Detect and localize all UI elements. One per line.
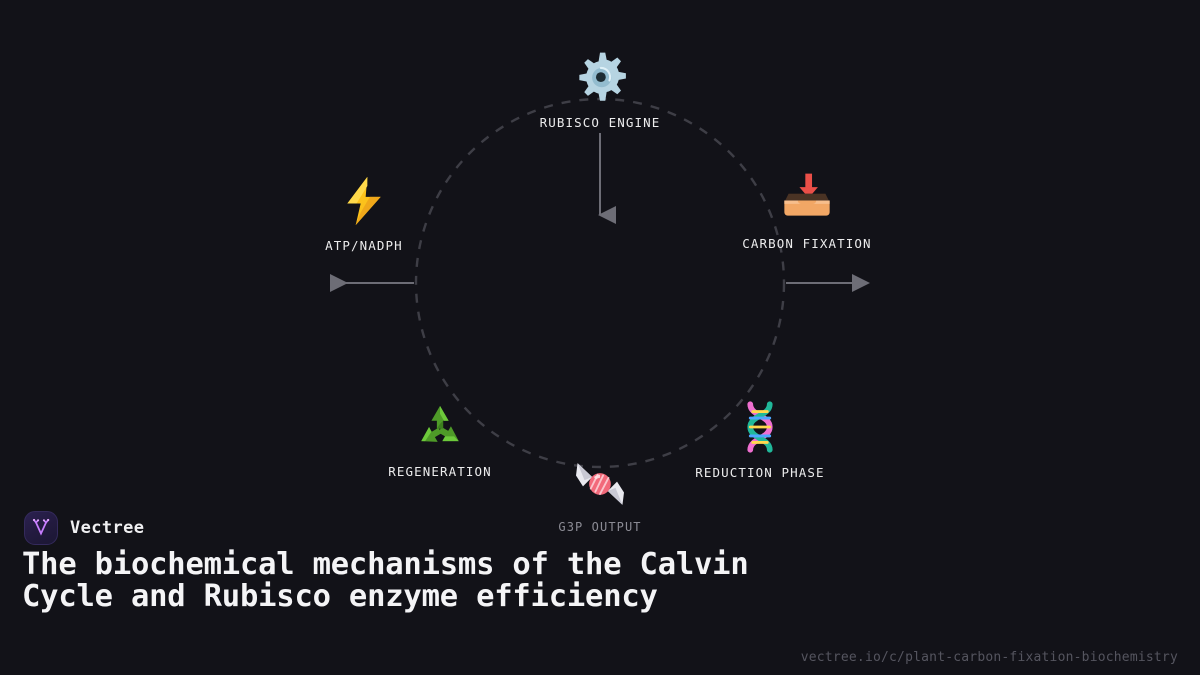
node-carbon-fixation: CARBON FIXATION [707, 172, 907, 251]
inbox-tray-icon [707, 172, 907, 227]
gear-icon [500, 50, 700, 106]
page-title: The biochemical mechanisms of the Calvin… [22, 547, 749, 614]
node-reduction-phase: REDUCTION PHASE [660, 401, 860, 480]
candy-icon [500, 460, 700, 511]
node-rubisco-engine: RUBISCO ENGINE [500, 50, 700, 130]
vectree-logo [24, 511, 58, 545]
node-label-atp-nadph: ATP/NADPH [325, 238, 403, 253]
node-label-rubisco-engine: RUBISCO ENGINE [539, 115, 661, 130]
brand-lockup: Vectree [24, 511, 144, 545]
dna-icon [660, 401, 860, 456]
vectree-tree-icon [32, 518, 50, 536]
node-g3p-output: G3P OUTPUT [500, 460, 700, 534]
lightning-bolt-icon [264, 176, 464, 229]
site-url: vectree.io/c/plant-carbon-fixation-bioch… [800, 650, 1178, 665]
node-label-g3p-output: G3P OUTPUT [558, 520, 642, 534]
node-regeneration: REGENERATION [340, 402, 540, 479]
recycle-icon [340, 402, 540, 455]
node-label-carbon-fixation: CARBON FIXATION [742, 236, 872, 251]
node-atp-nadph: ATP/NADPH [264, 176, 464, 253]
node-label-regeneration: REGENERATION [388, 464, 492, 479]
node-label-reduction-phase: REDUCTION PHASE [695, 465, 825, 480]
brand-name: Vectree [70, 518, 145, 538]
